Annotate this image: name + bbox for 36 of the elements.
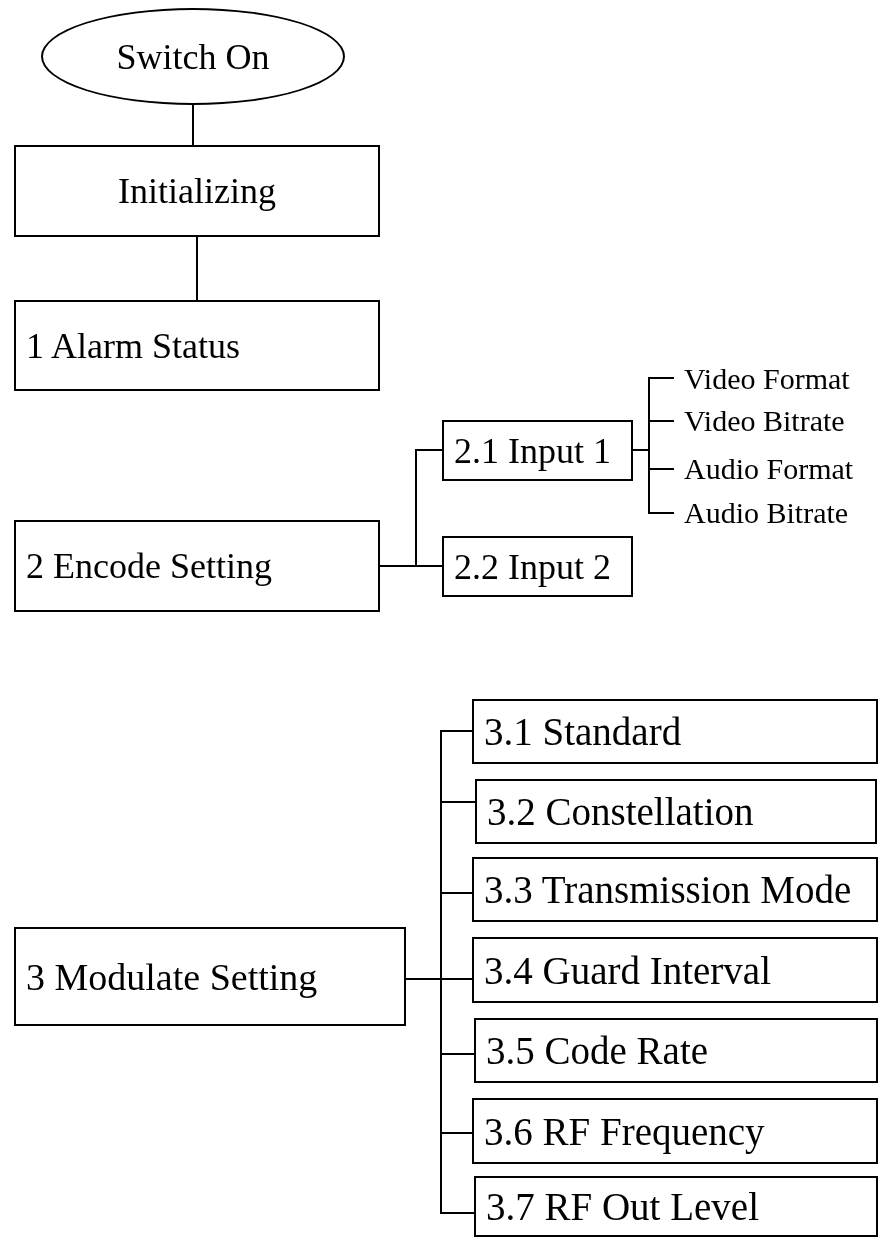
node-label: Switch On [116,35,270,78]
process-box [442,420,633,481]
process-box [14,927,406,1026]
process-box [14,520,380,612]
node-label: 3.1 Standard [484,709,682,754]
item-label: Video Bitrate [684,404,845,438]
node-label: 2.2 Input 2 [454,545,611,588]
node-label: 3.4 Guard Interval [484,947,771,993]
process-box [472,1098,878,1164]
item-label: Audio Format [684,452,854,486]
item-label: Audio Bitrate [684,496,849,530]
item-label: Video Format [684,362,850,396]
connector-line [192,104,194,146]
connector-line [632,449,675,514]
node-label: 2.1 Input 1 [454,429,611,472]
process-box [442,536,633,597]
process-box [474,1018,878,1083]
process-box [14,145,380,237]
connector-line [405,978,475,1214]
node-label: 3.6 RF Frequency [484,1108,765,1154]
process-box [472,699,878,764]
node-label: 1 Alarm Status [26,324,240,367]
process-box [474,1176,878,1237]
process-box [472,937,878,1003]
node-label: 3.7 RF Out Level [486,1184,759,1229]
node-label: 3.5 Code Rate [486,1028,709,1073]
process-box [14,300,380,391]
process-box [472,857,878,922]
connector-line [196,236,198,301]
process-box [475,779,877,844]
node-label: 3.2 Constellation [487,789,754,834]
node-label: Initializing [118,170,276,212]
node-label: 3.3 Transmission Mode [484,867,852,912]
node-label: 3 Modulate Setting [26,954,318,999]
connector-line [379,565,443,567]
node-label: 2 Encode Setting [26,545,272,587]
